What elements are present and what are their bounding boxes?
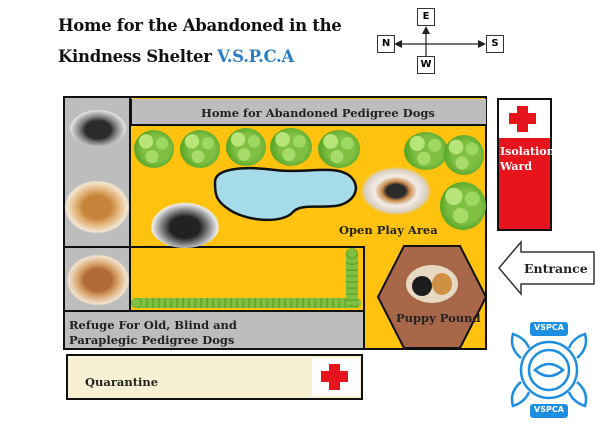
hedge-horizontal — [131, 298, 361, 308]
compass-west: W — [417, 56, 435, 74]
vspca-logo-top-text: VSPCA — [534, 323, 564, 332]
title-line-1: Home for the Abandoned in the — [58, 16, 342, 35]
dog-photo-cocker-spaniel — [66, 254, 130, 306]
refuge-label-line-1: Refuge For Old, Blind and — [69, 318, 237, 332]
bush-2 — [180, 130, 220, 168]
refuge-divider-right — [363, 246, 365, 350]
title-line-2-accent: V.S.P.C.A — [217, 47, 294, 66]
title-line-2-text: Kindness Shelter — [58, 47, 212, 66]
vspca-logo-icon — [510, 322, 588, 418]
red-cross-icon — [321, 364, 348, 390]
compass-north: N — [377, 35, 395, 53]
bush-6 — [404, 132, 448, 170]
bush-7 — [444, 135, 484, 175]
dog-photo-black-dog — [70, 110, 126, 146]
quarantine-label: Quarantine — [85, 375, 159, 389]
open-play-label: Open Play Area — [339, 223, 438, 237]
puppy-pound-hexagon — [376, 245, 488, 349]
bush-3 — [226, 128, 266, 166]
bush-8 — [440, 182, 486, 230]
pedigree-home-building — [130, 99, 486, 126]
entrance-arrow-icon — [498, 240, 595, 296]
red-cross-icon — [509, 106, 536, 132]
pedigree-home-label: Home for Abandoned Pedigree Dogs — [201, 106, 435, 120]
puppy-pound-label: Puppy Pound — [396, 311, 481, 325]
vspca-logo-bottom-text: VSPCA — [534, 405, 564, 414]
isolation-label-line-1: Isolation — [500, 145, 555, 158]
refuge-label-line-2: Paraplegic Pedigree Dogs — [69, 333, 235, 347]
refuge-divider-top — [65, 246, 365, 248]
hedge-vertical — [346, 248, 358, 308]
compass-south: S — [486, 35, 504, 53]
dog-photo-spaniel-pair — [358, 165, 434, 217]
entrance-label: Entrance — [524, 261, 588, 276]
compass-east: E — [417, 8, 435, 26]
dog-photo-golden-retriever — [64, 180, 130, 234]
isolation-label-line-2: Ward — [500, 160, 533, 173]
bush-4 — [270, 128, 312, 166]
bush-5 — [318, 130, 360, 168]
pond-icon — [213, 166, 357, 222]
refuge-building-bottom — [65, 310, 363, 348]
title-line-2: Kindness Shelter V.S.P.C.A — [58, 47, 294, 66]
dog-photo-lying-black-dog — [150, 202, 220, 248]
bush-1 — [134, 130, 174, 168]
